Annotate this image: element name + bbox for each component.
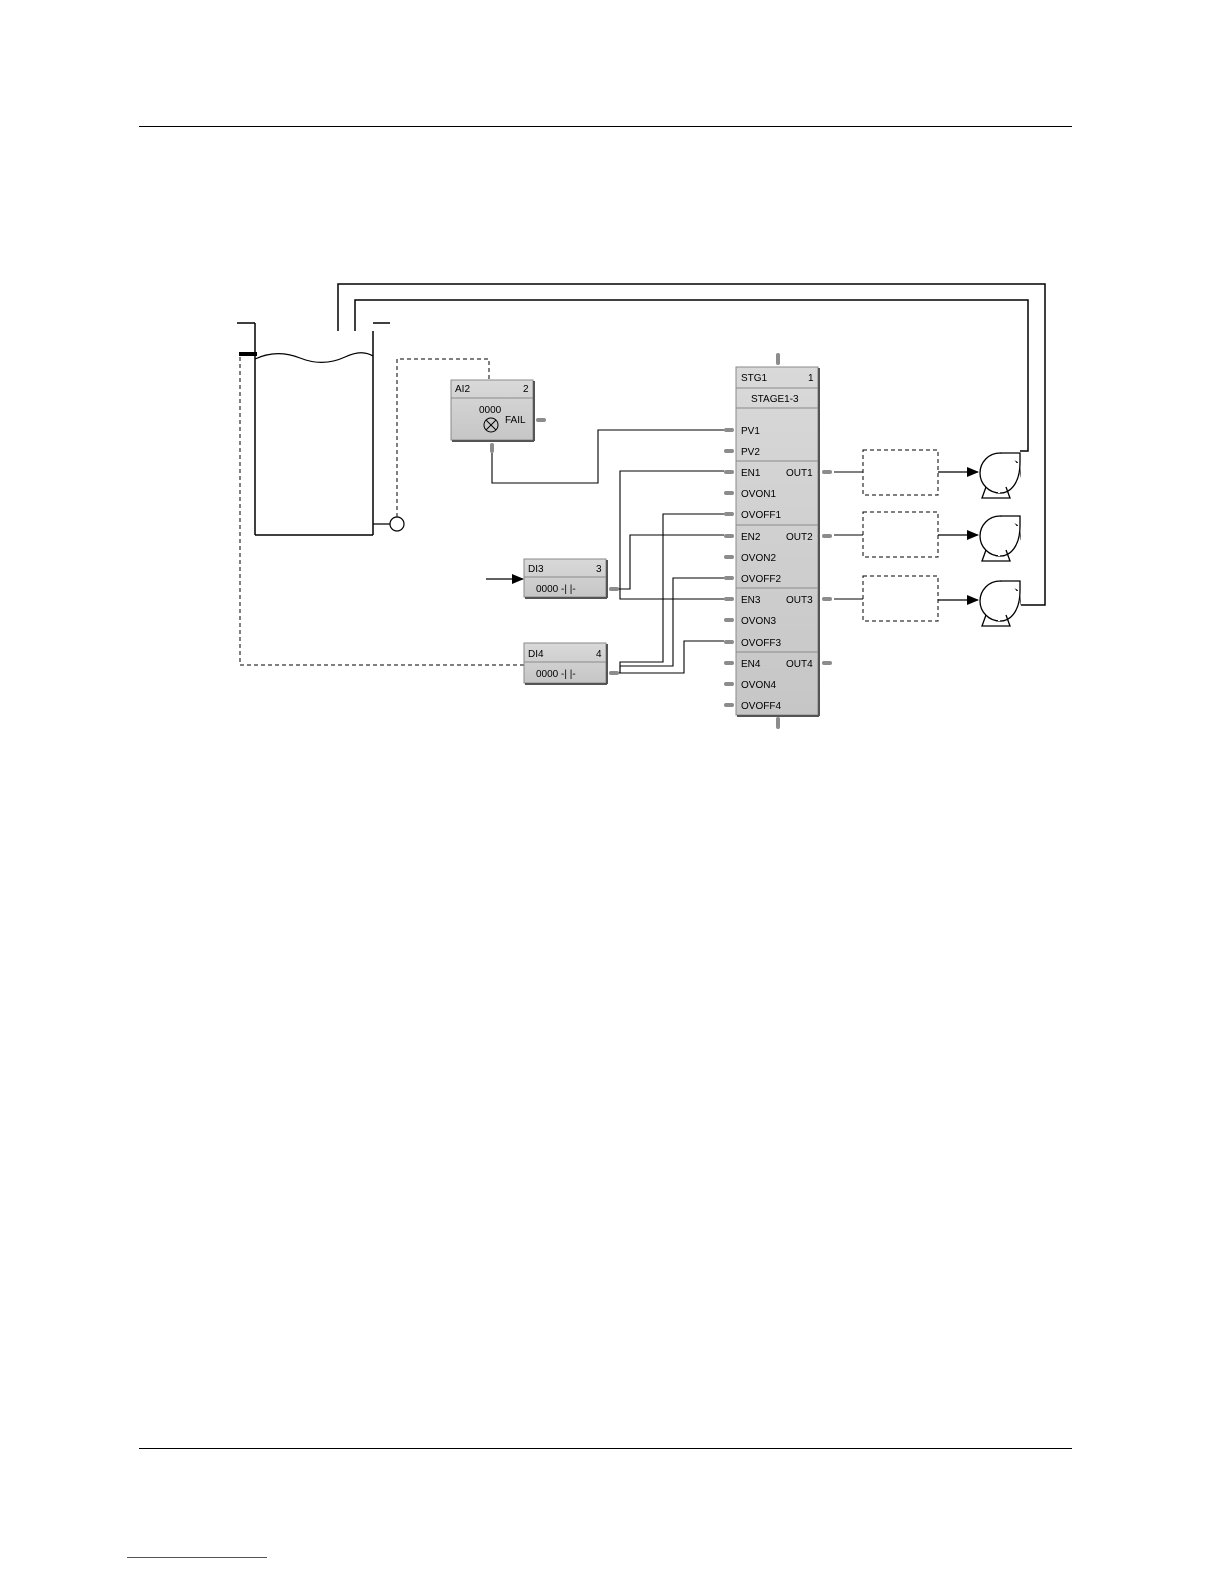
stage-output-pins (822, 470, 832, 665)
output-label: OUT2 (786, 532, 813, 543)
pin-label: PV2 (741, 447, 760, 458)
output-label: OUT3 (786, 595, 813, 606)
di4-tag: DI4 (528, 649, 544, 660)
input-pin[interactable] (724, 534, 734, 538)
input-pin[interactable] (724, 512, 734, 516)
input-pin[interactable] (724, 682, 734, 686)
input-pin[interactable] (724, 449, 734, 453)
pin-label: OVON4 (741, 680, 776, 691)
di3-tag: DI3 (528, 564, 544, 575)
pump-icon (980, 516, 1020, 561)
ai2-value: 0000 (479, 405, 502, 416)
input-pin[interactable] (724, 661, 734, 665)
di3-number: 3 (596, 564, 602, 575)
pump-icon (980, 581, 1020, 626)
ai2-number: 2 (523, 384, 529, 395)
di4-value: 0000 -| |- (536, 669, 576, 680)
input-pin[interactable] (724, 703, 734, 707)
stage-block[interactable]: STG1 1 STAGE1-3 PV1 (724, 353, 832, 729)
ai2-block[interactable]: AI2 2 0000 FAIL (451, 380, 546, 453)
level-transmitter (373, 517, 404, 531)
di3-value: 0000 -| |- (536, 584, 576, 595)
pin-label: EN4 (741, 659, 761, 670)
ai2-fail-pin[interactable] (536, 418, 546, 422)
stage-top-pin[interactable] (776, 353, 780, 365)
output-pin[interactable] (822, 534, 832, 538)
output-pin[interactable] (822, 597, 832, 601)
input-pin[interactable] (724, 597, 734, 601)
pin-label: EN3 (741, 595, 761, 606)
relay-arrows (938, 472, 978, 600)
input-pin[interactable] (724, 491, 734, 495)
ai2-fail-label: FAIL (505, 415, 526, 426)
input-pin[interactable] (724, 618, 734, 622)
tank (237, 323, 390, 535)
pin-label: OVOFF2 (741, 574, 781, 585)
pin-label: OVOFF3 (741, 638, 781, 649)
pin-label: EN2 (741, 532, 761, 543)
input-pin[interactable] (724, 576, 734, 580)
relay-boxes (863, 450, 938, 621)
pin-label: OVON3 (741, 616, 776, 627)
stage-input-pins (724, 428, 734, 707)
stage-name: STAGE1-3 (751, 394, 799, 405)
di4-block[interactable]: DI4 4 0000 -| |- (524, 643, 619, 684)
output-label: OUT4 (786, 659, 813, 670)
pin-label: OVOFF4 (741, 701, 781, 712)
input-pin[interactable] (724, 428, 734, 432)
di4-number: 4 (596, 649, 602, 660)
stage-number: 1 (808, 373, 814, 384)
stage-tag: STG1 (741, 373, 768, 384)
return-pipes (338, 284, 1045, 605)
input-pin[interactable] (724, 640, 734, 644)
output-pin[interactable] (822, 470, 832, 474)
pump-icon (980, 453, 1020, 498)
di4-out-pin[interactable] (609, 671, 619, 675)
input-pin[interactable] (724, 555, 734, 559)
stage-bottom-pin[interactable] (776, 717, 780, 729)
output-pin[interactable] (822, 661, 832, 665)
ai2-out-pin[interactable] (490, 443, 494, 453)
pin-label: EN1 (741, 468, 761, 479)
output-label: OUT1 (786, 468, 813, 479)
di3-out-pin[interactable] (609, 587, 619, 591)
pin-label: OVON1 (741, 489, 776, 500)
pin-label: PV1 (741, 426, 760, 437)
pin-label: OVOFF1 (741, 510, 781, 521)
pin-label: OVON2 (741, 553, 776, 564)
input-pin[interactable] (724, 470, 734, 474)
ai2-tag: AI2 (455, 384, 470, 395)
di3-block[interactable]: DI3 3 0000 -| |- (524, 559, 619, 598)
